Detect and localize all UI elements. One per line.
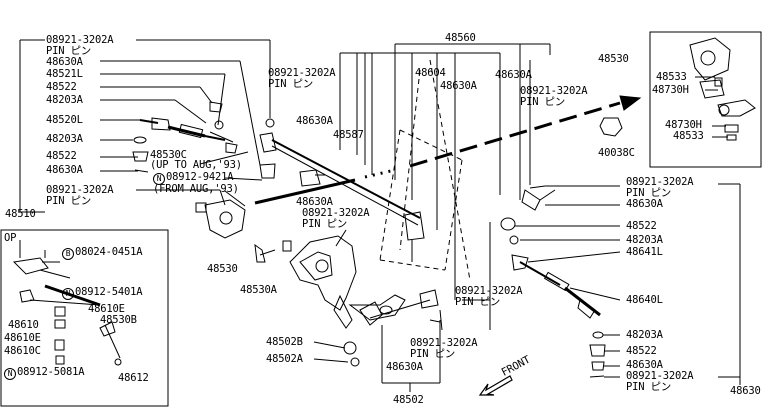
part-48502a-label[interactable]: 48502A: [266, 353, 303, 365]
part-48630a-label[interactable]: 48630A: [296, 196, 333, 208]
part-48612-label[interactable]: 48612: [118, 372, 149, 384]
circle-n-icon: N: [4, 368, 16, 380]
part-48630a-label[interactable]: 48630A: [440, 80, 477, 92]
inset-box-48530: [649, 31, 762, 168]
circle-n-icon: N: [62, 288, 74, 300]
inset-box-option: [0, 229, 169, 407]
part-48560-label[interactable]: 48560: [445, 32, 476, 44]
pin-label: PIN ピン: [455, 296, 501, 308]
part-number-text: 08912-5081A: [17, 366, 85, 378]
center-link: [259, 118, 425, 262]
nut-40038c: [599, 117, 623, 137]
part-48533-label[interactable]: 48533: [656, 71, 687, 83]
part-48522-label[interactable]: 48522: [626, 345, 657, 357]
part-48641l-label[interactable]: 48641L: [626, 246, 663, 258]
tie-rod-right: [500, 44, 606, 378]
part-48640l-label[interactable]: 48640L: [626, 294, 663, 306]
pin-label: PIN ピン: [626, 381, 672, 393]
part-08921-3202a-label[interactable]: 08921-3202A: [410, 337, 478, 349]
option-inset-title: OP: [4, 232, 17, 244]
part-08921-3202a-label[interactable]: 08921-3202A: [520, 85, 588, 97]
part-08921-3202a-label[interactable]: 08921-3202A: [46, 34, 114, 46]
shaft-arrow: [254, 95, 642, 205]
part-48522-label[interactable]: 48522: [46, 150, 77, 162]
part-48530b-label[interactable]: 48530B: [100, 314, 137, 326]
part-48630a-label[interactable]: 48630A: [46, 164, 83, 176]
part-08921-3202a-label[interactable]: 08921-3202A: [455, 285, 523, 297]
part-40038c-label[interactable]: 40038C: [598, 147, 635, 159]
part-48522-label[interactable]: 48522: [626, 220, 657, 232]
tie-rod-left: [132, 101, 238, 173]
part-48530c-label[interactable]: 48530C: [150, 149, 187, 161]
part-48610-label[interactable]: 48610: [8, 319, 39, 331]
part-08921-3202a-label[interactable]: 08921-3202A: [268, 67, 336, 79]
detail-48530: [689, 37, 756, 141]
part-48630a-label[interactable]: 48630A: [386, 361, 423, 373]
part-48610c-label[interactable]: 48610C: [4, 345, 41, 357]
pin-label: PIN ピン: [520, 96, 566, 108]
pin-label: PIN ピン: [46, 195, 92, 207]
part-48604-label[interactable]: 48604: [415, 67, 446, 79]
dashed-guides: [379, 59, 471, 281]
part-48630a-label[interactable]: 48630A: [46, 56, 83, 68]
part-48510-label[interactable]: 48510: [5, 208, 36, 220]
part-48630-label[interactable]: 48630: [730, 385, 761, 397]
part-48587-label[interactable]: 48587: [333, 129, 364, 141]
pin-label: PIN ピン: [410, 348, 456, 360]
bracket-48560: [339, 43, 551, 300]
part-48521l-label[interactable]: 48521L: [46, 68, 83, 80]
idler-arm: [313, 222, 491, 392]
part-number-text: 08912-9421A: [166, 171, 234, 183]
part-48530-label[interactable]: 48530: [207, 263, 238, 275]
leaders-right: [515, 183, 741, 385]
part-48610e-label[interactable]: 48610E: [88, 303, 125, 315]
part-48520l-label[interactable]: 48520L: [46, 114, 83, 126]
pin-label: PIN ピン: [268, 78, 314, 90]
circle-b-icon: B: [62, 248, 74, 260]
part-48203a-label[interactable]: 48203A: [46, 133, 83, 145]
leaders-left: [19, 39, 271, 213]
part-48630a-label[interactable]: 48630A: [495, 69, 532, 81]
circle-n-icon: N: [153, 173, 165, 185]
part-08921-3202a-label[interactable]: 08921-3202A: [626, 176, 694, 188]
part-48630a-label[interactable]: 48630A: [626, 359, 663, 371]
pin-label: PIN ピン: [626, 187, 672, 199]
part-48533-label[interactable]: 48533: [673, 130, 704, 142]
part-48502b-label[interactable]: 48502B: [266, 336, 303, 348]
part-48630a-label[interactable]: 48630A: [626, 198, 663, 210]
pin-label: PIN ピン: [46, 45, 92, 57]
part-48730h-label[interactable]: 48730H: [652, 84, 689, 96]
part-48530-inset-label[interactable]: 48530: [598, 53, 629, 65]
part-48630a-label[interactable]: 48630A: [296, 115, 333, 127]
part-number-text: 08912-5401A: [75, 286, 143, 298]
part-48203a-label[interactable]: 48203A: [626, 329, 663, 341]
steering-gearbox: [195, 199, 406, 329]
part-08921-3202a-label[interactable]: 08921-3202A: [46, 184, 114, 196]
part-number-text: 08024-0451A: [75, 246, 143, 258]
part-48203a-label[interactable]: 48203A: [46, 94, 83, 106]
part-08921-3202a-label[interactable]: 08921-3202A: [626, 370, 694, 382]
part-48502-label[interactable]: 48502: [393, 394, 424, 406]
pin-label: PIN ピン: [302, 218, 348, 230]
part-48610e-label[interactable]: 48610E: [4, 332, 41, 344]
part-48530a-label[interactable]: 48530A: [240, 284, 277, 296]
part-48203a-label[interactable]: 48203A: [626, 234, 663, 246]
front-arrow: [478, 375, 513, 396]
part-08921-3202a-label[interactable]: 08921-3202A: [302, 207, 370, 219]
up-to-aug-93-note: (UP TO AUG,'93): [150, 159, 242, 171]
part-48522-label[interactable]: 48522: [46, 81, 77, 93]
part-48730h-label[interactable]: 48730H: [665, 119, 702, 131]
from-aug-93-note: (FROM AUG,'93): [153, 183, 239, 195]
